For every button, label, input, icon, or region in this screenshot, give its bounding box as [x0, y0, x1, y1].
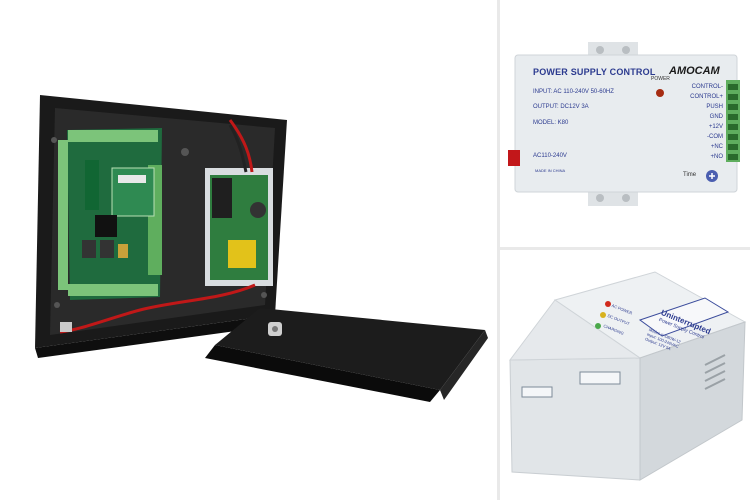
ac-power-led — [605, 301, 611, 307]
terminal-label: +12V — [708, 124, 723, 130]
terminal-label: +NO — [710, 154, 723, 160]
dc-output-led — [600, 312, 606, 318]
access-control-box-photo — [35, 95, 488, 402]
time-label: Time — [683, 172, 697, 178]
terminal-label: -COM — [707, 134, 723, 140]
vertical-divider — [497, 0, 500, 500]
psu-model: MODEL: K80 — [533, 120, 569, 126]
psu-made-in: MADE IN CHINA — [535, 168, 566, 173]
psu-input-spec: INPUT: AC 110-240V 50-60HZ — [533, 89, 614, 95]
psu-output-spec: OUTPUT: DC12V 3A — [533, 104, 589, 110]
terminal-labels: CONTROL- CONTROL+ PUSH GND +12V -COM +NC… — [675, 82, 723, 162]
charging-led — [595, 323, 601, 329]
internal-power-supply — [205, 168, 273, 286]
terminal-label: GND — [709, 114, 723, 120]
psu-brand: AMOCAM — [669, 65, 720, 77]
psu-ac-label: AC110-240V — [533, 153, 567, 159]
psu-title: POWER SUPPLY CONTROL — [533, 67, 656, 77]
power-label: POWER — [651, 76, 670, 82]
terminal-label: PUSH — [706, 104, 723, 110]
terminal-label: CONTROL+ — [690, 94, 723, 100]
terminal-label: CONTROL- — [691, 84, 723, 90]
amocam-power-supply-photo: POWER SUPPLY CONTROL AMOCAM POWER INPUT:… — [500, 0, 750, 247]
power-led — [656, 89, 664, 97]
enclosure-lid — [205, 308, 488, 402]
ups-power-supply-photo: Uninterrupted Power Supply Control AC PO… — [500, 250, 750, 500]
controller-board — [58, 128, 162, 300]
horizontal-divider — [500, 247, 750, 250]
terminal-label: +NC — [710, 144, 723, 150]
